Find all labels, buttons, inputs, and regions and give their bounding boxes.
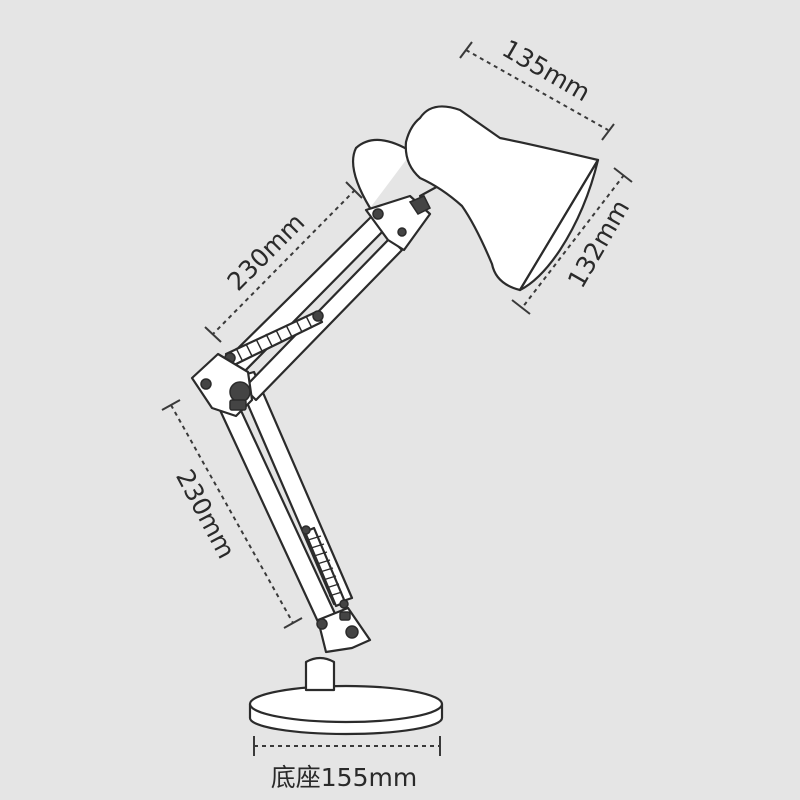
- lamp-shade: [352, 105, 600, 292]
- lower-arm: [205, 370, 354, 626]
- bottom-joint: [316, 606, 372, 654]
- top-joint: [364, 182, 444, 252]
- label-shade-width: 135mm: [497, 34, 595, 107]
- elbow-joint: [190, 352, 254, 418]
- dimension-base: 底座155mm: [253, 736, 441, 792]
- dimension-shade-width: 135mm: [459, 34, 615, 141]
- label-lower-arm: 230mm: [170, 465, 241, 564]
- label-base: 底座155mm: [271, 763, 417, 792]
- lamp-base: [248, 656, 444, 736]
- label-upper-arm: 230mm: [222, 208, 311, 297]
- upper-arm: [218, 214, 404, 402]
